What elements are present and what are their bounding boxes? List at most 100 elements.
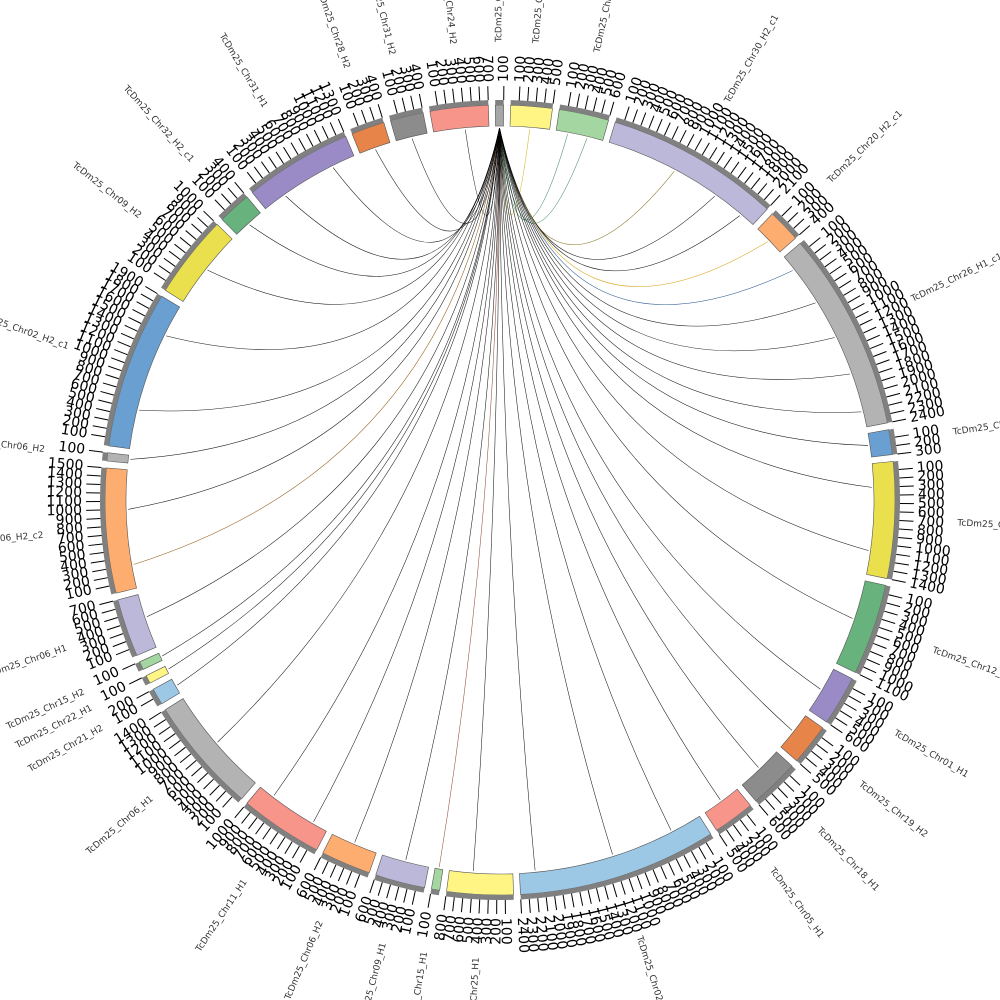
tick-mark bbox=[260, 161, 270, 174]
segment-tick-band-19 bbox=[161, 709, 242, 803]
tick-mark bbox=[128, 316, 142, 324]
link bbox=[133, 127, 500, 565]
segment-label: TcDm25_Chr05_H1 bbox=[767, 865, 826, 940]
link bbox=[162, 127, 500, 657]
segment-label: TcDm25_Chr06_H2 bbox=[283, 920, 326, 1000]
segment-23 bbox=[117, 594, 157, 656]
tick-label: 300 bbox=[380, 902, 402, 932]
tick-mark bbox=[117, 340, 131, 348]
tick-mark bbox=[452, 897, 455, 912]
segment-label: TcDm25_Chr06_H2_c2 bbox=[0, 531, 44, 549]
segment-tick-band-8 bbox=[855, 585, 891, 675]
link bbox=[130, 127, 500, 460]
tick-label: 800 bbox=[74, 358, 104, 381]
segment-tick-band-30 bbox=[350, 117, 384, 134]
tick-mark bbox=[89, 551, 104, 555]
tick-label: 100 bbox=[916, 458, 944, 476]
segment-tick-band-14 bbox=[445, 891, 514, 900]
link bbox=[499, 127, 853, 619]
tick-mark bbox=[881, 618, 896, 624]
tick-label: 200 bbox=[913, 432, 942, 451]
tick-label: 400 bbox=[590, 66, 612, 96]
tick-label: 300 bbox=[581, 64, 602, 94]
tick-label: 500 bbox=[918, 496, 945, 512]
tick-mark bbox=[781, 205, 793, 217]
link bbox=[499, 127, 868, 446]
tick-label: 1400 bbox=[47, 465, 84, 483]
segment-label: TcDm25_Chr24_H2 bbox=[439, 0, 458, 45]
tick-mark bbox=[644, 872, 651, 886]
tick-mark bbox=[313, 857, 322, 871]
tick-mark bbox=[816, 744, 829, 754]
tick-mark bbox=[579, 891, 584, 906]
segment-29 bbox=[251, 135, 355, 210]
tick-mark bbox=[544, 88, 547, 103]
tick-label: 1200 bbox=[46, 484, 82, 501]
link bbox=[332, 127, 500, 243]
tick-label: 2300 bbox=[906, 394, 944, 417]
tick-mark bbox=[834, 272, 847, 282]
segment-7 bbox=[866, 461, 896, 579]
segment-27 bbox=[164, 223, 233, 302]
tick-mark bbox=[174, 243, 186, 254]
tick-mark bbox=[876, 359, 890, 365]
segment-label: TcDm25_Chr19_H2 bbox=[856, 779, 929, 840]
tick-mark bbox=[859, 318, 873, 326]
link bbox=[499, 127, 740, 272]
tick-mark bbox=[221, 193, 232, 205]
tick-mark bbox=[111, 357, 125, 364]
tick-label: 400 bbox=[469, 917, 486, 945]
tick-mark bbox=[222, 796, 233, 808]
tick-mark bbox=[403, 888, 408, 903]
tick-mark bbox=[329, 122, 337, 136]
segment-21 bbox=[145, 665, 170, 684]
tick-mark bbox=[86, 474, 101, 477]
tick-mark bbox=[262, 827, 272, 840]
tick-mark bbox=[763, 188, 774, 201]
segment-label: TcDm25_Chr32_H2_c1 bbox=[120, 83, 195, 164]
tick-mark bbox=[158, 726, 171, 735]
tick-mark bbox=[120, 332, 135, 340]
tick-mark bbox=[87, 465, 102, 469]
tick-mark bbox=[179, 753, 192, 764]
tick-label: 400 bbox=[59, 556, 88, 576]
tick-mark bbox=[554, 896, 558, 911]
tick-label: 500 bbox=[548, 58, 567, 87]
tick-mark bbox=[269, 832, 279, 845]
link bbox=[166, 127, 500, 350]
segment-12 bbox=[704, 788, 751, 831]
tick-mark bbox=[91, 433, 106, 438]
tick-mark bbox=[112, 641, 127, 648]
segment-20 bbox=[152, 678, 181, 705]
tick-label: 600 bbox=[918, 505, 945, 522]
tick-mark bbox=[562, 894, 566, 909]
segment-tick-band-10 bbox=[796, 727, 827, 765]
tick-mark bbox=[863, 326, 877, 334]
segment-3 bbox=[608, 121, 768, 226]
segment-label: TcDm25_Chr31_H2 bbox=[367, 0, 397, 56]
tick-label: 1600 bbox=[584, 906, 607, 944]
segment-tick-band-11 bbox=[755, 765, 796, 805]
segment-tick-band-26 bbox=[103, 293, 162, 446]
tick-label: 500 bbox=[362, 897, 385, 927]
segment-tick-band-20 bbox=[148, 689, 162, 707]
tick-mark bbox=[839, 710, 853, 719]
tick-label: 300 bbox=[914, 441, 942, 460]
tick-mark bbox=[855, 310, 869, 319]
link bbox=[499, 127, 869, 551]
segment-18 bbox=[246, 786, 327, 851]
tick-label: 600 bbox=[70, 607, 100, 630]
tick-mark bbox=[88, 449, 103, 453]
link bbox=[499, 127, 672, 831]
tick-mark bbox=[227, 187, 238, 199]
tick-mark bbox=[360, 109, 367, 124]
tick-mark bbox=[726, 829, 735, 842]
tick-mark bbox=[896, 443, 911, 447]
link bbox=[177, 127, 500, 686]
link bbox=[499, 127, 793, 305]
tick-label: 200 bbox=[432, 58, 451, 87]
segment-label: TcDm25_Chr30_H2_c1 bbox=[723, 13, 782, 106]
tick-mark bbox=[255, 822, 265, 835]
tick-mark bbox=[354, 874, 361, 888]
